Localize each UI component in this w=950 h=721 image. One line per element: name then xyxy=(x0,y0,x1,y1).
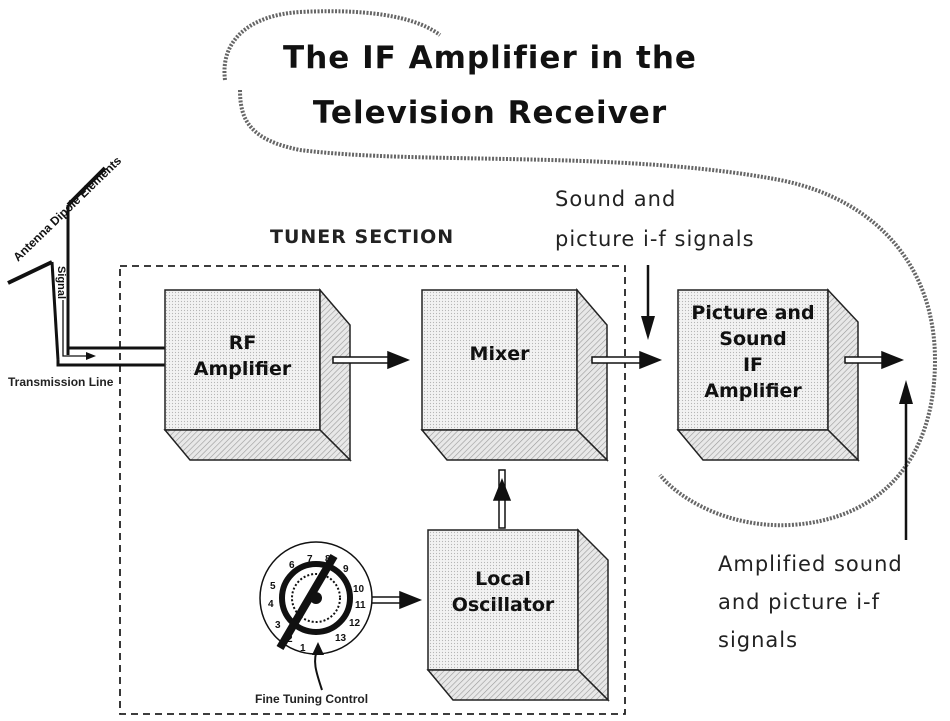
rf-amplifier-label-line2: Amplifier xyxy=(193,358,292,380)
dial-number: 6 xyxy=(289,560,295,571)
fine-tuning-dial-icon xyxy=(259,541,373,655)
rf-amplifier-label: RF Amplifier xyxy=(165,330,320,382)
dial-number: 8 xyxy=(325,554,331,565)
amplified-label-line1: Amplified sound xyxy=(718,552,903,576)
arrow-mixer-to-if xyxy=(591,350,663,370)
arrow-dial-to-osc xyxy=(364,590,423,610)
fine-tuning-pointer xyxy=(312,642,324,691)
rf-amplifier-block xyxy=(163,287,352,462)
dial-number: 12 xyxy=(349,618,361,629)
signal-label: Signal xyxy=(55,266,67,299)
transmission-line xyxy=(56,300,165,367)
arrow-if-signals-down xyxy=(641,265,655,340)
dial-number: 10 xyxy=(353,584,365,595)
tuner-section-label: TUNER SECTION xyxy=(270,226,455,248)
if-amplifier-block xyxy=(676,288,860,462)
page-title-line1: The IF Amplifier in the xyxy=(283,40,697,76)
dial-number: 9 xyxy=(343,564,349,575)
local-oscillator-label-line2: Oscillator xyxy=(451,594,555,616)
if-amplifier-label: Picture and Sound IF Amplifier xyxy=(678,300,828,404)
dial-number: 3 xyxy=(275,620,281,631)
decorative-loop xyxy=(222,9,938,528)
arrow-if-out xyxy=(844,350,905,370)
local-oscillator-label: Local Oscillator xyxy=(428,566,578,618)
dial-number: 7 xyxy=(307,554,313,565)
antenna-icon xyxy=(7,166,107,361)
arrow-rf-to-mixer xyxy=(332,350,411,370)
rf-amplifier-label-line1: RF xyxy=(228,332,257,354)
if-amplifier-label-line2: Sound xyxy=(719,328,787,350)
local-oscillator-label-line1: Local xyxy=(475,568,531,590)
mixer-label: Mixer xyxy=(469,343,530,365)
mixer-block xyxy=(420,287,609,462)
dial-number: 11 xyxy=(355,600,366,611)
if-signals-label-line2: picture i-f signals xyxy=(555,227,755,251)
if-amplifier-label-line4: Amplifier xyxy=(704,380,802,402)
arrow-amplified-up xyxy=(899,380,913,540)
dial-number: 2 xyxy=(287,634,293,645)
dial-number: 13 xyxy=(335,633,347,644)
dial-number: 5 xyxy=(270,581,276,592)
arrow-osc-to-mixer xyxy=(492,469,512,529)
if-amplifier-label-line1: Picture and xyxy=(691,302,815,324)
fine-tuning-label: Fine Tuning Control xyxy=(255,692,369,706)
transmission-line-label: Transmission Line xyxy=(8,375,114,389)
dial-number: 4 xyxy=(268,599,274,610)
local-oscillator-block xyxy=(426,528,610,702)
page-title-line2: Television Receiver xyxy=(312,95,668,131)
amplified-label-line2: and picture i-f xyxy=(718,590,881,614)
tuner-section-box xyxy=(119,265,626,715)
dial-numbers: 1 2 3 4 5 6 7 8 9 10 11 12 13 xyxy=(268,554,366,654)
amplified-label-line3: signals xyxy=(718,628,799,652)
if-signals-label-line1: Sound and xyxy=(555,187,677,211)
if-amplifier-label-line3: IF xyxy=(742,354,764,376)
dial-number: 1 xyxy=(300,643,306,654)
